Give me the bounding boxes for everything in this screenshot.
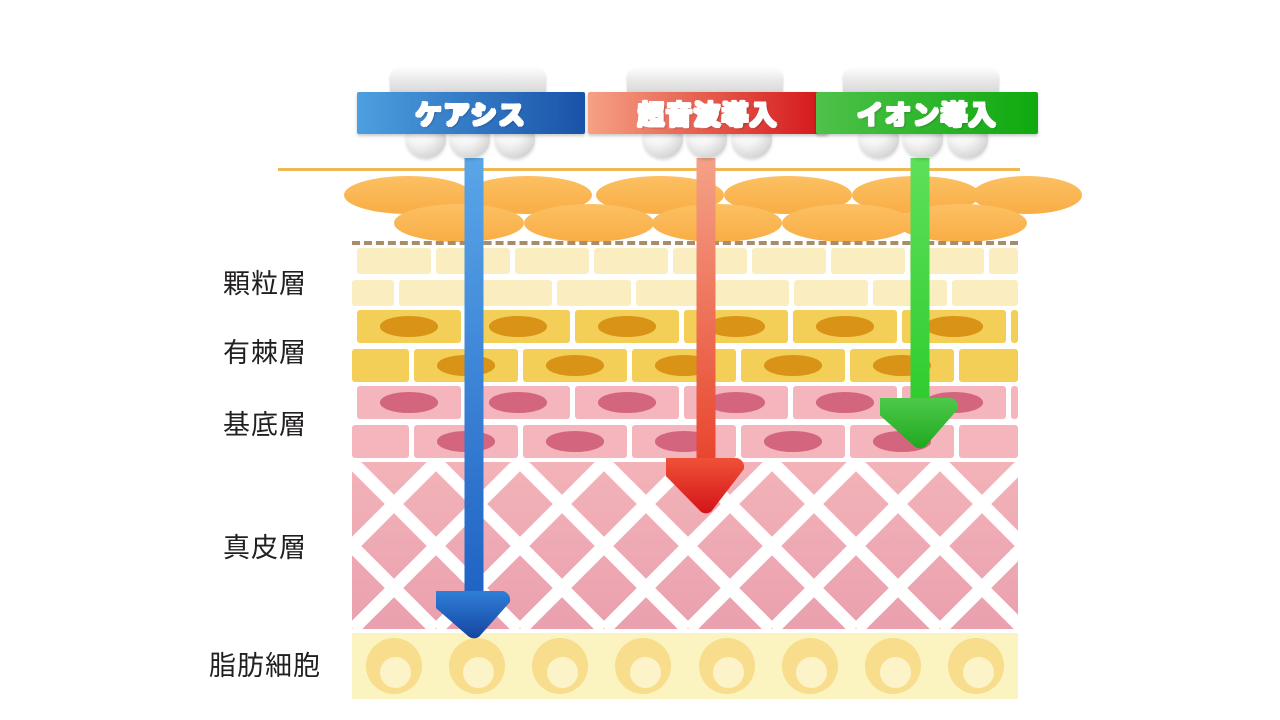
spinous-brick (352, 349, 409, 382)
granular-brick (952, 280, 1018, 306)
spinous-nucleus (816, 316, 874, 337)
arrow-head (436, 591, 511, 639)
spinous-nucleus (764, 355, 822, 376)
granular-brick (794, 280, 868, 306)
stratum-corneum-cell (652, 204, 782, 242)
arrow-iontophoresis (880, 158, 959, 449)
stratum-corneum-cell (782, 204, 912, 242)
layer-label-dermis: 真皮層 (223, 533, 307, 564)
fat-cell-vacuole (629, 657, 661, 688)
granular-brick (989, 248, 1018, 274)
basal-brick (1011, 386, 1018, 419)
arrow-ultrasound (666, 158, 745, 514)
fat-cell-vacuole (879, 657, 911, 688)
basal-nucleus (707, 392, 765, 413)
device-label-badge-ultrasound[interactable]: 超音波導入 (588, 92, 828, 134)
basal-nucleus (489, 392, 547, 413)
layer-label-fat: 脂肪細胞 (209, 651, 321, 682)
fat-cell-vacuole (380, 657, 412, 688)
spinous-nucleus (925, 316, 983, 337)
arrow-careysis (436, 158, 511, 639)
arrow-head (666, 458, 745, 514)
basal-nucleus (598, 392, 656, 413)
spinous-nucleus (380, 316, 438, 337)
spinous-brick (959, 349, 1018, 382)
basal-nucleus (764, 431, 822, 452)
dermis-collagen-lattice (352, 462, 1018, 629)
granular-brick (399, 280, 473, 306)
skin-surface-line (278, 168, 1020, 171)
device-label-badge-iontophoresis[interactable]: イオン導入 (816, 92, 1038, 134)
stratum-corneum-cell (394, 204, 524, 242)
fat-cell-vacuole (962, 657, 994, 688)
stratum-corneum-cell (524, 204, 654, 242)
fat-cell-vacuole (546, 657, 578, 688)
arrow-shaft (464, 158, 484, 597)
spinous-nucleus (546, 355, 604, 376)
fat-cell-layer (352, 633, 1018, 699)
layer-label-basal: 基底層 (223, 410, 307, 441)
layer-label-spinous: 有棘層 (223, 338, 307, 369)
fat-cell-vacuole (713, 657, 745, 688)
basal-nucleus (546, 431, 604, 452)
basal-nucleus (380, 392, 438, 413)
granular-brick (873, 280, 947, 306)
arrow-shaft (910, 158, 930, 404)
spinous-nucleus (489, 316, 547, 337)
arrow-head (880, 398, 959, 449)
spinous-nucleus (707, 316, 765, 337)
fat-cell-vacuole (796, 657, 828, 688)
dermo-epidermal-dashed-line (352, 241, 1018, 245)
device-label-badge-careysis[interactable]: ケアシス (357, 92, 585, 134)
granular-brick (752, 248, 826, 274)
granular-brick (557, 280, 631, 306)
spinous-brick (1011, 310, 1018, 343)
granular-brick (831, 248, 905, 274)
basal-brick (352, 425, 409, 458)
granular-brick (352, 280, 394, 306)
granular-brick (515, 248, 589, 274)
granular-brick (478, 280, 552, 306)
spinous-nucleus (598, 316, 656, 337)
granular-brick (594, 248, 668, 274)
layer-label-granular: 顆粒層 (223, 269, 307, 300)
fat-cell-vacuole (463, 657, 495, 688)
granular-brick (357, 248, 431, 274)
arrow-shaft (696, 158, 716, 464)
basal-brick (959, 425, 1018, 458)
granular-brick (715, 280, 789, 306)
basal-nucleus (816, 392, 874, 413)
